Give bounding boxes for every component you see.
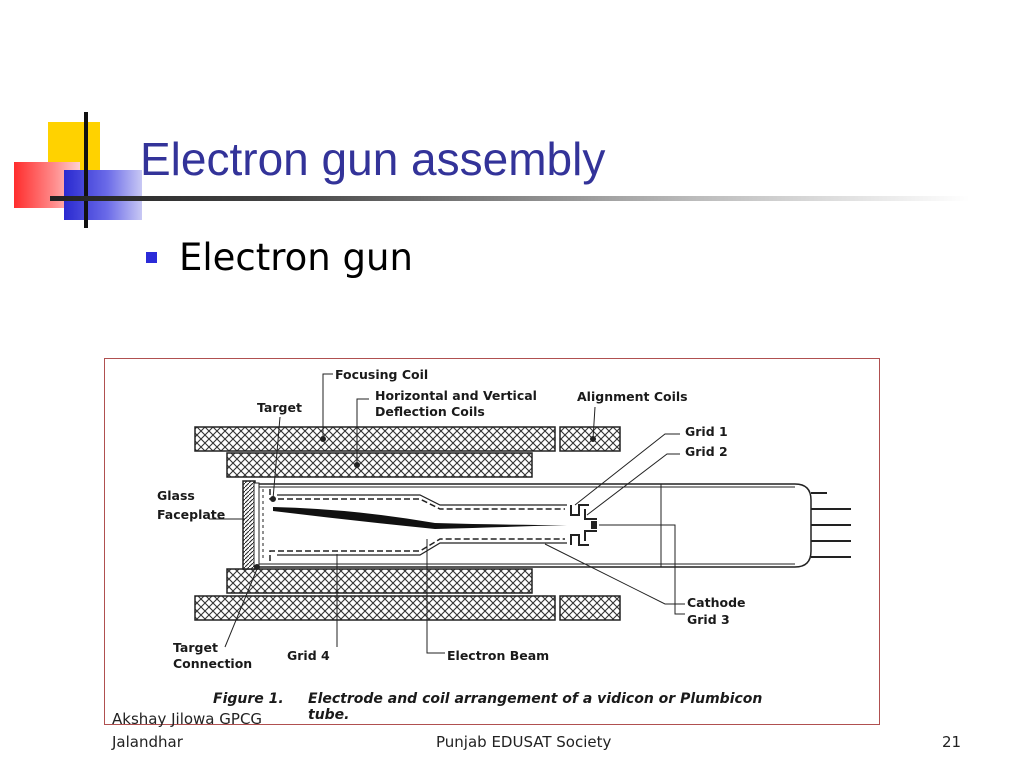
bullet-text: Electron gun <box>179 236 413 279</box>
figure-caption-line1: Electrode and coil arrangement of a vidi… <box>308 691 762 707</box>
cathode <box>591 521 597 529</box>
label-focusing-coil: Focusing Coil <box>335 367 428 382</box>
label-alignment-coils: Alignment Coils <box>577 389 688 404</box>
alignment-coil-bottom <box>559 595 621 621</box>
label-electron-beam: Electron Beam <box>447 648 549 663</box>
grid-4-electrode <box>269 489 565 510</box>
label-target-2: Connection <box>173 656 252 671</box>
title-underline <box>50 196 970 201</box>
figure-image: Focusing Coil Target Horizontal and Vert… <box>104 358 880 725</box>
footer-center: Punjab EDUSAT Society <box>436 733 612 751</box>
electron-beam <box>273 507 567 529</box>
deco-vertical-line <box>84 112 88 228</box>
label-target-1: Target <box>173 640 218 655</box>
deflection-coil-top <box>226 452 533 478</box>
figure-caption-number: Figure 1. <box>213 691 284 707</box>
grid-2 <box>584 509 597 520</box>
footer-page-number: 21 <box>942 733 962 751</box>
bullet-item: Electron gun <box>146 236 413 279</box>
label-grid-1: Grid 1 <box>685 424 728 439</box>
focusing-coil-top <box>194 426 556 452</box>
label-grid-4: Grid 4 <box>287 648 330 663</box>
footer-author-line2: Jalandhar <box>112 733 183 751</box>
label-glass: Glass <box>157 488 195 503</box>
glass-faceplate <box>242 480 256 570</box>
label-deflection-1: Horizontal and Vertical <box>375 388 537 403</box>
figure-caption-line2: tube. <box>308 707 350 723</box>
label-grid-2: Grid 2 <box>685 444 728 459</box>
deflection-coil-bottom <box>226 568 533 594</box>
label-faceplate: Faceplate <box>157 507 225 522</box>
leader-lines <box>209 373 685 654</box>
label-deflection-2: Deflection Coils <box>375 404 485 419</box>
slide-title: Electron gun assembly <box>140 133 606 185</box>
deco-blue-square <box>64 170 142 220</box>
bullet-square-icon <box>146 252 157 263</box>
label-target: Target <box>257 400 302 415</box>
focusing-coil-bottom <box>194 595 556 621</box>
label-grid-3: Grid 3 <box>687 612 730 627</box>
label-cathode: Cathode <box>687 595 746 610</box>
grid-1 <box>570 504 589 516</box>
footer-author-line1: Akshay Jilowa GPCG <box>112 710 263 728</box>
vidicon-diagram: Focusing Coil Target Horizontal and Vert… <box>157 367 851 723</box>
alignment-coil-top <box>559 426 621 452</box>
